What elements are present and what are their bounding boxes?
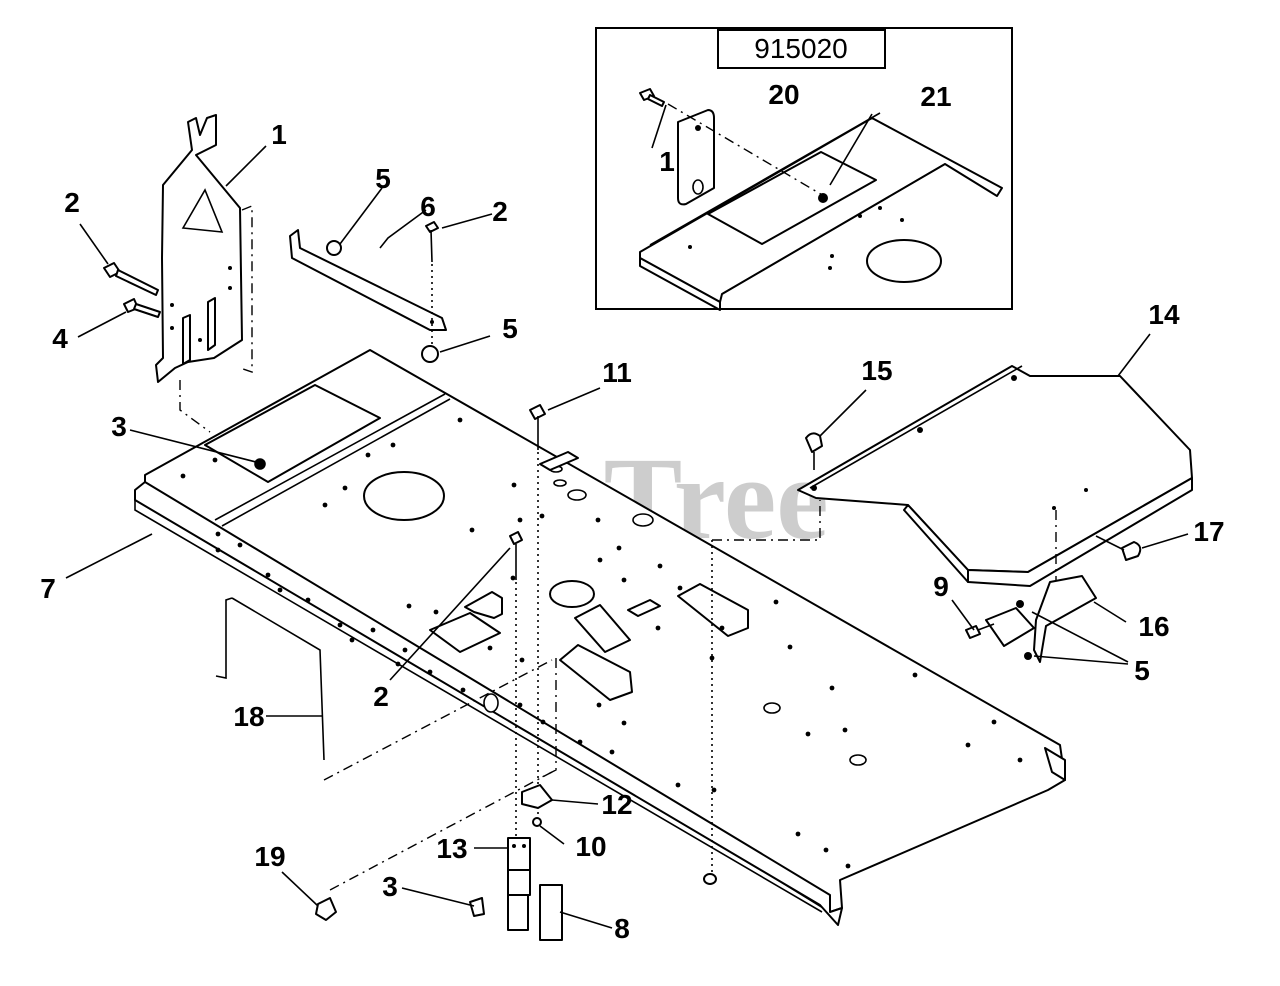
inset-frame-front xyxy=(639,257,721,311)
bolt-17 xyxy=(1121,541,1142,561)
bolt-2-bar xyxy=(425,221,439,233)
callout-5-lower: 5 xyxy=(502,313,518,344)
frame-nut-3 xyxy=(254,458,266,470)
callout-2-left: 2 xyxy=(64,187,80,218)
callout-1: 1 xyxy=(271,119,287,150)
inset-nut-21 xyxy=(818,193,828,203)
inset-plate-20 xyxy=(677,109,715,206)
washer-lower xyxy=(703,873,717,885)
nut-5-shield xyxy=(1024,652,1032,660)
bracket-16 xyxy=(1033,575,1097,663)
callout-7: 7 xyxy=(40,573,56,604)
bracket-12 xyxy=(521,784,553,809)
callout-11: 11 xyxy=(602,357,632,388)
callout-4: 4 xyxy=(52,323,68,354)
frame-hole-large xyxy=(363,471,445,521)
callout-12: 12 xyxy=(601,789,632,820)
callout-inset-21: 21 xyxy=(920,81,951,112)
callout-2-center: 2 xyxy=(373,681,389,712)
callout-5-upper: 5 xyxy=(375,163,391,194)
shield-top xyxy=(797,365,1193,573)
main-frame-7 xyxy=(134,349,1066,926)
nut-5-upper xyxy=(326,240,342,256)
wing-nut-19 xyxy=(315,897,337,921)
callout-inset-20: 20 xyxy=(768,79,799,110)
kit-number: 915020 xyxy=(754,33,847,64)
callout-15: 15 xyxy=(861,355,892,386)
nut-10 xyxy=(532,817,542,827)
callout-13: 13 xyxy=(436,833,467,864)
frame-hole-medium xyxy=(549,580,595,608)
bolt-15 xyxy=(805,432,823,453)
nut-5-lower xyxy=(421,345,439,363)
callout-8: 8 xyxy=(614,913,630,944)
frame-cutout xyxy=(204,384,381,483)
callout-10: 10 xyxy=(575,831,606,862)
sleeve-8 xyxy=(539,884,563,941)
bolt-2-center xyxy=(509,531,523,545)
callout-16: 16 xyxy=(1138,611,1169,642)
callout-19: 19 xyxy=(254,841,285,872)
callout-3-lower: 3 xyxy=(382,871,398,902)
bar-6 xyxy=(289,221,447,363)
tube-13 xyxy=(507,894,529,931)
callout-2-bar: 2 xyxy=(492,196,508,227)
seat-bracket-body xyxy=(155,114,243,383)
callout-inset-1: 1 xyxy=(659,146,675,177)
callout-14: 14 xyxy=(1148,299,1180,330)
callout-5-shield: 5 xyxy=(1134,655,1150,686)
kit-number-box xyxy=(717,29,886,69)
callout-17: 17 xyxy=(1193,516,1224,547)
nut-3-lower xyxy=(469,897,485,917)
callout-18: 18 xyxy=(233,701,264,732)
bolt-11 xyxy=(529,404,546,420)
shield-14 xyxy=(797,365,1193,587)
inset-kit-box: 915020 1 20 21 xyxy=(595,27,1013,311)
seat-bracket-1 xyxy=(155,114,253,433)
latch-13 xyxy=(507,837,531,871)
frame-rear-lip xyxy=(1044,747,1066,781)
callout-6: 6 xyxy=(420,191,436,222)
inset-frame-hole xyxy=(866,239,942,283)
callout-3-frame: 3 xyxy=(111,411,127,442)
leader-lines xyxy=(65,145,1189,929)
rod-18 xyxy=(231,597,325,761)
callout-9: 9 xyxy=(933,571,949,602)
callouts: 1 2 4 5 6 2 5 3 11 15 14 7 17 9 16 5 2 1… xyxy=(40,119,1224,944)
